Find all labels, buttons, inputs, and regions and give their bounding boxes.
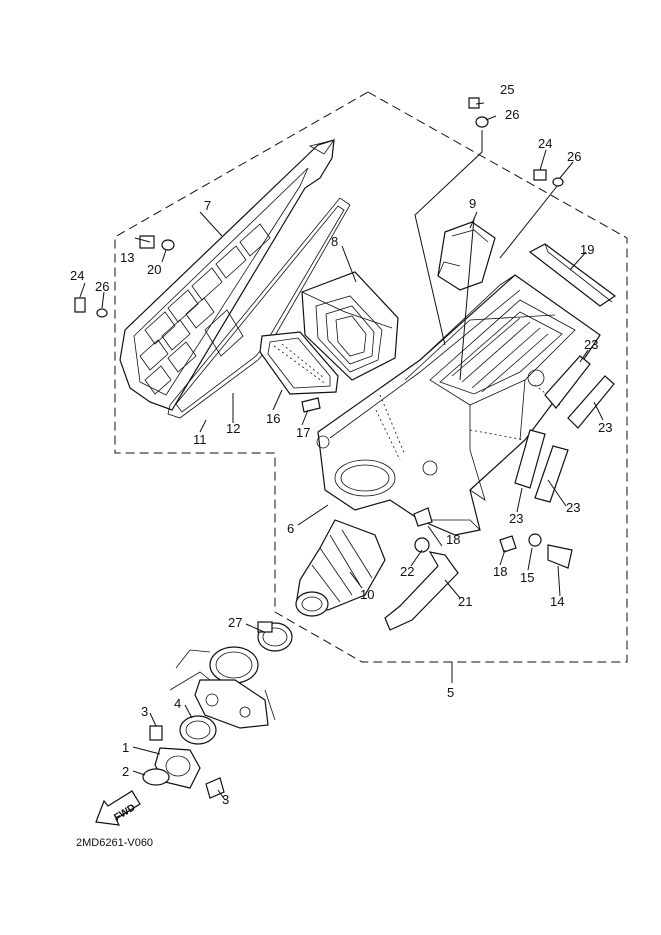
callout-1: 1 <box>122 740 129 755</box>
screws <box>74 97 564 799</box>
callout-21: 21 <box>458 594 472 609</box>
callout-15: 15 <box>520 570 534 585</box>
callout-27: 27 <box>228 615 242 630</box>
callout-8: 8 <box>331 234 338 249</box>
callout-23-b: 23 <box>598 420 612 435</box>
callout-22: 22 <box>400 564 414 579</box>
clip-18-left <box>413 507 433 527</box>
callout-13: 13 <box>120 250 134 265</box>
air-filter-element <box>301 271 399 381</box>
pad-17 <box>301 397 321 413</box>
forward-arrow: FWD <box>95 790 141 826</box>
callout-3-upper: 3 <box>141 704 148 719</box>
pads-23 <box>514 355 615 503</box>
callout-25: 25 <box>500 82 514 97</box>
sponge-strip <box>528 243 617 307</box>
callout-4: 4 <box>174 696 181 711</box>
air-cleaner-case <box>316 274 601 536</box>
drain-plug <box>528 533 573 569</box>
callout-5: 5 <box>447 685 454 700</box>
callout-23-d: 23 <box>566 500 580 515</box>
clamp-27 <box>257 621 293 652</box>
callout-18-a: 18 <box>446 532 460 547</box>
callout-24-right: 24 <box>538 136 552 151</box>
callout-26-left: 26 <box>95 279 109 294</box>
assembly-boundary <box>114 91 628 663</box>
callout-23-a: 23 <box>584 337 598 352</box>
carb-holder <box>179 715 217 745</box>
callout-7: 7 <box>204 198 211 213</box>
air-cleaner-cover <box>119 139 335 411</box>
callout-24-left: 24 <box>70 268 84 283</box>
diagram-code: 2MD6261-V060 <box>76 837 153 849</box>
callout-16: 16 <box>266 411 280 426</box>
callout-labels: 7 8 13 20 24 26 11 12 16 17 9 19 25 26 2… <box>70 82 612 807</box>
callout-26-right: 26 <box>567 149 581 164</box>
o-ring <box>142 768 170 786</box>
callout-2: 2 <box>122 764 129 779</box>
callout-9: 9 <box>469 196 476 211</box>
callout-14: 14 <box>550 594 564 609</box>
callout-18-b: 18 <box>493 564 507 579</box>
callout-3-lower: 3 <box>222 792 229 807</box>
callout-10: 10 <box>360 587 374 602</box>
callout-19: 19 <box>580 242 594 257</box>
intake-joint <box>295 519 386 617</box>
carburetor <box>169 646 276 729</box>
callout-20: 20 <box>147 262 161 277</box>
clip-22 <box>414 537 430 553</box>
leader-24-26 <box>499 184 559 259</box>
callout-6: 6 <box>287 521 294 536</box>
callout-leaders <box>79 102 604 801</box>
callout-11: 11 <box>193 432 207 447</box>
callout-12: 12 <box>226 421 240 436</box>
callout-23-c: 23 <box>509 511 523 526</box>
callout-26-top: 26 <box>505 107 519 122</box>
callout-17: 17 <box>296 425 310 440</box>
leader-25-26 <box>414 130 483 346</box>
leader-9 <box>459 217 475 381</box>
intake-duct <box>437 221 496 291</box>
drain-hose <box>384 551 459 631</box>
element-holder <box>259 331 339 395</box>
clip-18-right <box>499 535 517 553</box>
